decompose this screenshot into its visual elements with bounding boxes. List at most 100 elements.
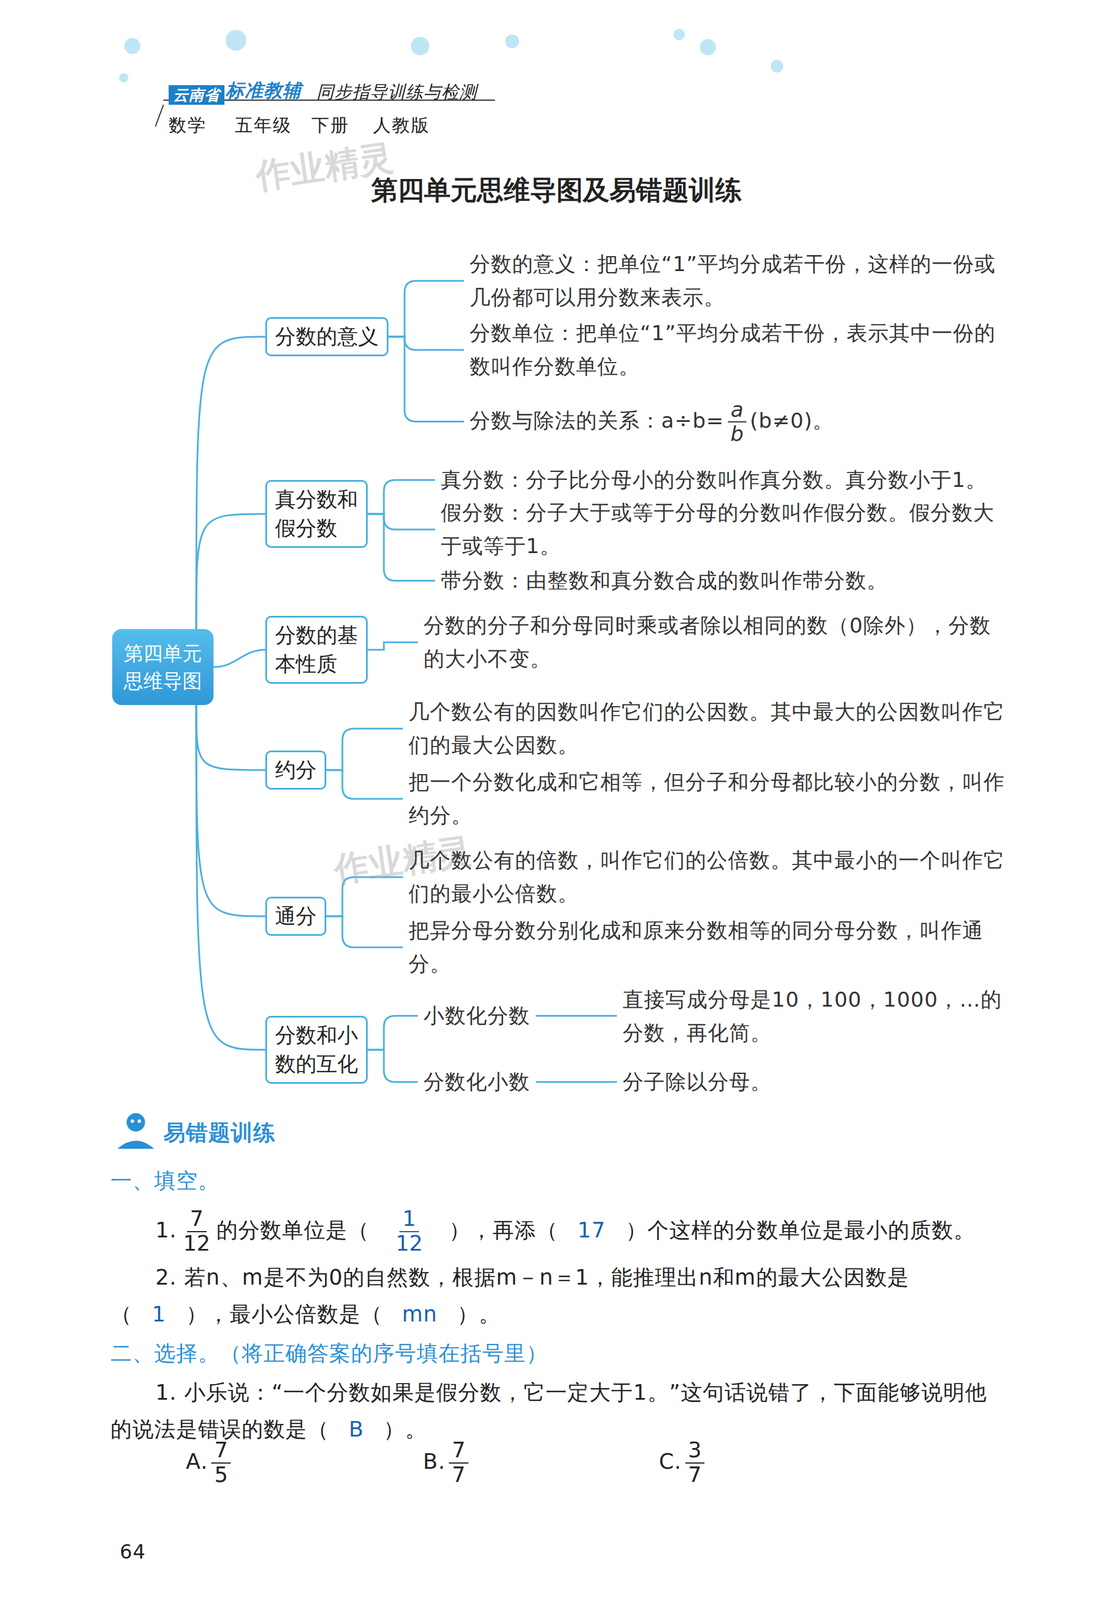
node-text: 几个数公有的因数叫作它们的公因数。其中最大的公因数叫作它们的最大公因数。 <box>408 699 1005 757</box>
denominator: 12 <box>392 1232 426 1256</box>
label-text: ）。 <box>383 1416 428 1442</box>
text-row: C.37 <box>658 1438 708 1487</box>
node-text: 分数单位：把单位“1”平均分成若干份，表示其中一份的数叫作分数单位。 <box>469 321 996 379</box>
fraction: ab <box>727 398 747 445</box>
label-text: 同步指导训练与检测 <box>316 81 478 102</box>
connector <box>326 728 403 771</box>
fraction: 112 <box>372 1207 445 1256</box>
leaf-text-node: 几个数公有的倍数，叫作它们的公倍数。其中最小的一个叫作它们的最小公倍数。 <box>408 843 1006 911</box>
connector <box>367 479 436 514</box>
text-row: 1.712的分数单位是（112），再添（17）个这样的分数单位是最小的质数。 <box>155 1207 1054 1256</box>
label-text: ），最小公倍数是（ <box>185 1301 383 1327</box>
text-row: 标准教辅 <box>225 71 302 109</box>
text-row: 同步指导训练与检测 <box>316 72 478 111</box>
numerator: 7 <box>187 1207 207 1233</box>
label-text: 1. <box>155 1217 177 1243</box>
bubbles <box>119 28 784 83</box>
leaf-text-node: 分数化小数 <box>423 1065 531 1099</box>
label-text: B. <box>422 1449 446 1474</box>
label-text: C. <box>658 1449 682 1474</box>
node-text: 带分数：由整数和真分数合成的数叫作带分数。 <box>440 568 888 593</box>
connector <box>535 1015 617 1017</box>
node-text: 把一个分数化成和它相等，但分子和分母都比较小的分数，叫作约分。 <box>408 770 1005 827</box>
node-text: 分数的意义：把单位“1”平均分成若干份，这样的一份或几份都可以用分数来表示。 <box>469 252 996 310</box>
icon-eye <box>130 1119 135 1123</box>
node-text: 第四单元 思维导图 <box>123 639 202 695</box>
label-text: 五年级 <box>234 114 292 136</box>
denominator: 5 <box>211 1463 231 1488</box>
answer: 1 <box>132 1301 186 1327</box>
label-text: （ <box>110 1301 133 1327</box>
connector <box>196 704 266 771</box>
connector <box>367 1049 418 1082</box>
connector <box>367 642 418 650</box>
branch-box: 分数的基本性质 <box>265 615 368 684</box>
connector <box>388 280 464 337</box>
label-text: 二、选择。（将正确答案的序号填在括号里） <box>110 1340 548 1366</box>
branch-box: 真分数和假分数 <box>265 479 368 548</box>
text-row: 数学 <box>168 105 207 144</box>
header-slash <box>155 104 164 127</box>
bubble <box>119 73 129 83</box>
branch-box: 分数的意义 <box>265 317 389 357</box>
node-text: 分数的分子和分母同时乘或者除以相同的数（0除外），分数的大小不变。 <box>423 613 991 671</box>
icon-book <box>117 1140 155 1149</box>
connector <box>367 1015 418 1050</box>
label-text: 1. 小乐说：“一个分数如果是假分数，它一定大于1。”这句话说错了，下面能够说明… <box>110 1380 987 1442</box>
node-text: 分数与除法的关系：a÷b= <box>469 408 724 433</box>
label-text: 易错题训练 <box>163 1119 276 1146</box>
leaf-text-node: 分数的分子和分母同时乘或者除以相同的数（0除外），分数的大小不变。 <box>423 608 1006 676</box>
branch-box: 约分 <box>265 750 327 790</box>
bubble <box>699 39 716 56</box>
bubble <box>770 59 784 73</box>
numerator: a <box>727 398 747 423</box>
label-text: 标准教辅 <box>225 79 302 102</box>
label-text: ）。 <box>456 1301 501 1327</box>
label-text: 的分数单位是（ <box>216 1217 370 1243</box>
root-node: 第四单元 思维导图 <box>112 629 214 705</box>
node-text: 真分数：分子比分母小的分数叫作真分数。真分数小于1。 <box>440 467 987 492</box>
node-text: 分子除以分母。 <box>622 1069 772 1094</box>
connector <box>326 770 403 799</box>
text-row: B.77 <box>422 1438 472 1487</box>
node-text: 分数化小数 <box>423 1069 531 1094</box>
answer: B <box>329 1416 384 1442</box>
leaf-text-node: 分子除以分母。 <box>622 1065 772 1099</box>
connector <box>326 916 403 948</box>
leaf-text-node: 假分数：分子大于或等于分母的分数叫作假分数。假分数大于或等于1。 <box>440 496 1008 563</box>
text-row: 2. 若n、m是不为0的自然数，根据m－n＝1，能推理出n和m的最大公因数是（1… <box>110 1259 1009 1333</box>
node-text: 分数和小数的互化 <box>275 1020 358 1079</box>
icon-eye <box>137 1119 141 1123</box>
label-text: 下册 <box>311 114 350 136</box>
leaf-text-node: 带分数：由整数和真分数合成的数叫作带分数。 <box>440 563 888 598</box>
node-text: 分数的意义 <box>275 324 379 349</box>
branch-box: 通分 <box>265 896 327 936</box>
connector <box>367 513 436 530</box>
connector <box>196 336 266 630</box>
text-row: A.75 <box>185 1438 235 1487</box>
connector <box>535 1081 617 1084</box>
label-text: A. <box>185 1449 208 1474</box>
answer: mn <box>382 1301 458 1327</box>
bubble <box>124 37 141 55</box>
fraction: 75 <box>211 1438 231 1487</box>
label-text: 64 <box>119 1540 146 1564</box>
label-text: 人教版 <box>372 114 430 136</box>
node-text: 几个数公有的倍数，叫作它们的公倍数。其中最小的一个叫作它们的最小公倍数。 <box>408 848 1005 906</box>
fraction: 712 <box>180 1207 213 1256</box>
bubble <box>673 28 685 41</box>
label-text: 一、填空。 <box>110 1168 220 1193</box>
text-row: 二、选择。（将正确答案的序号填在括号里） <box>110 1335 548 1372</box>
node-text: 通分 <box>275 904 317 928</box>
bubble <box>225 29 247 51</box>
label-text: 云南省 <box>168 85 225 105</box>
leaf-text-node: 把异分母分数分别化成和原来分数相等的同分母分数，叫作通分。 <box>408 913 1006 981</box>
text-row: 下册 <box>311 105 350 144</box>
leaf-text-node: 分数与除法的关系：a÷b=ab(b≠0)。 <box>469 398 834 445</box>
label-text: ），再添（ <box>448 1217 559 1243</box>
error-icon <box>117 1113 155 1149</box>
numerator: 1 <box>399 1207 419 1233</box>
leaf-text-node: 小数化分数 <box>423 999 531 1033</box>
leaf-text-node: 直接写成分母是10，100，1000，…的分数，再化简。 <box>622 982 1006 1050</box>
